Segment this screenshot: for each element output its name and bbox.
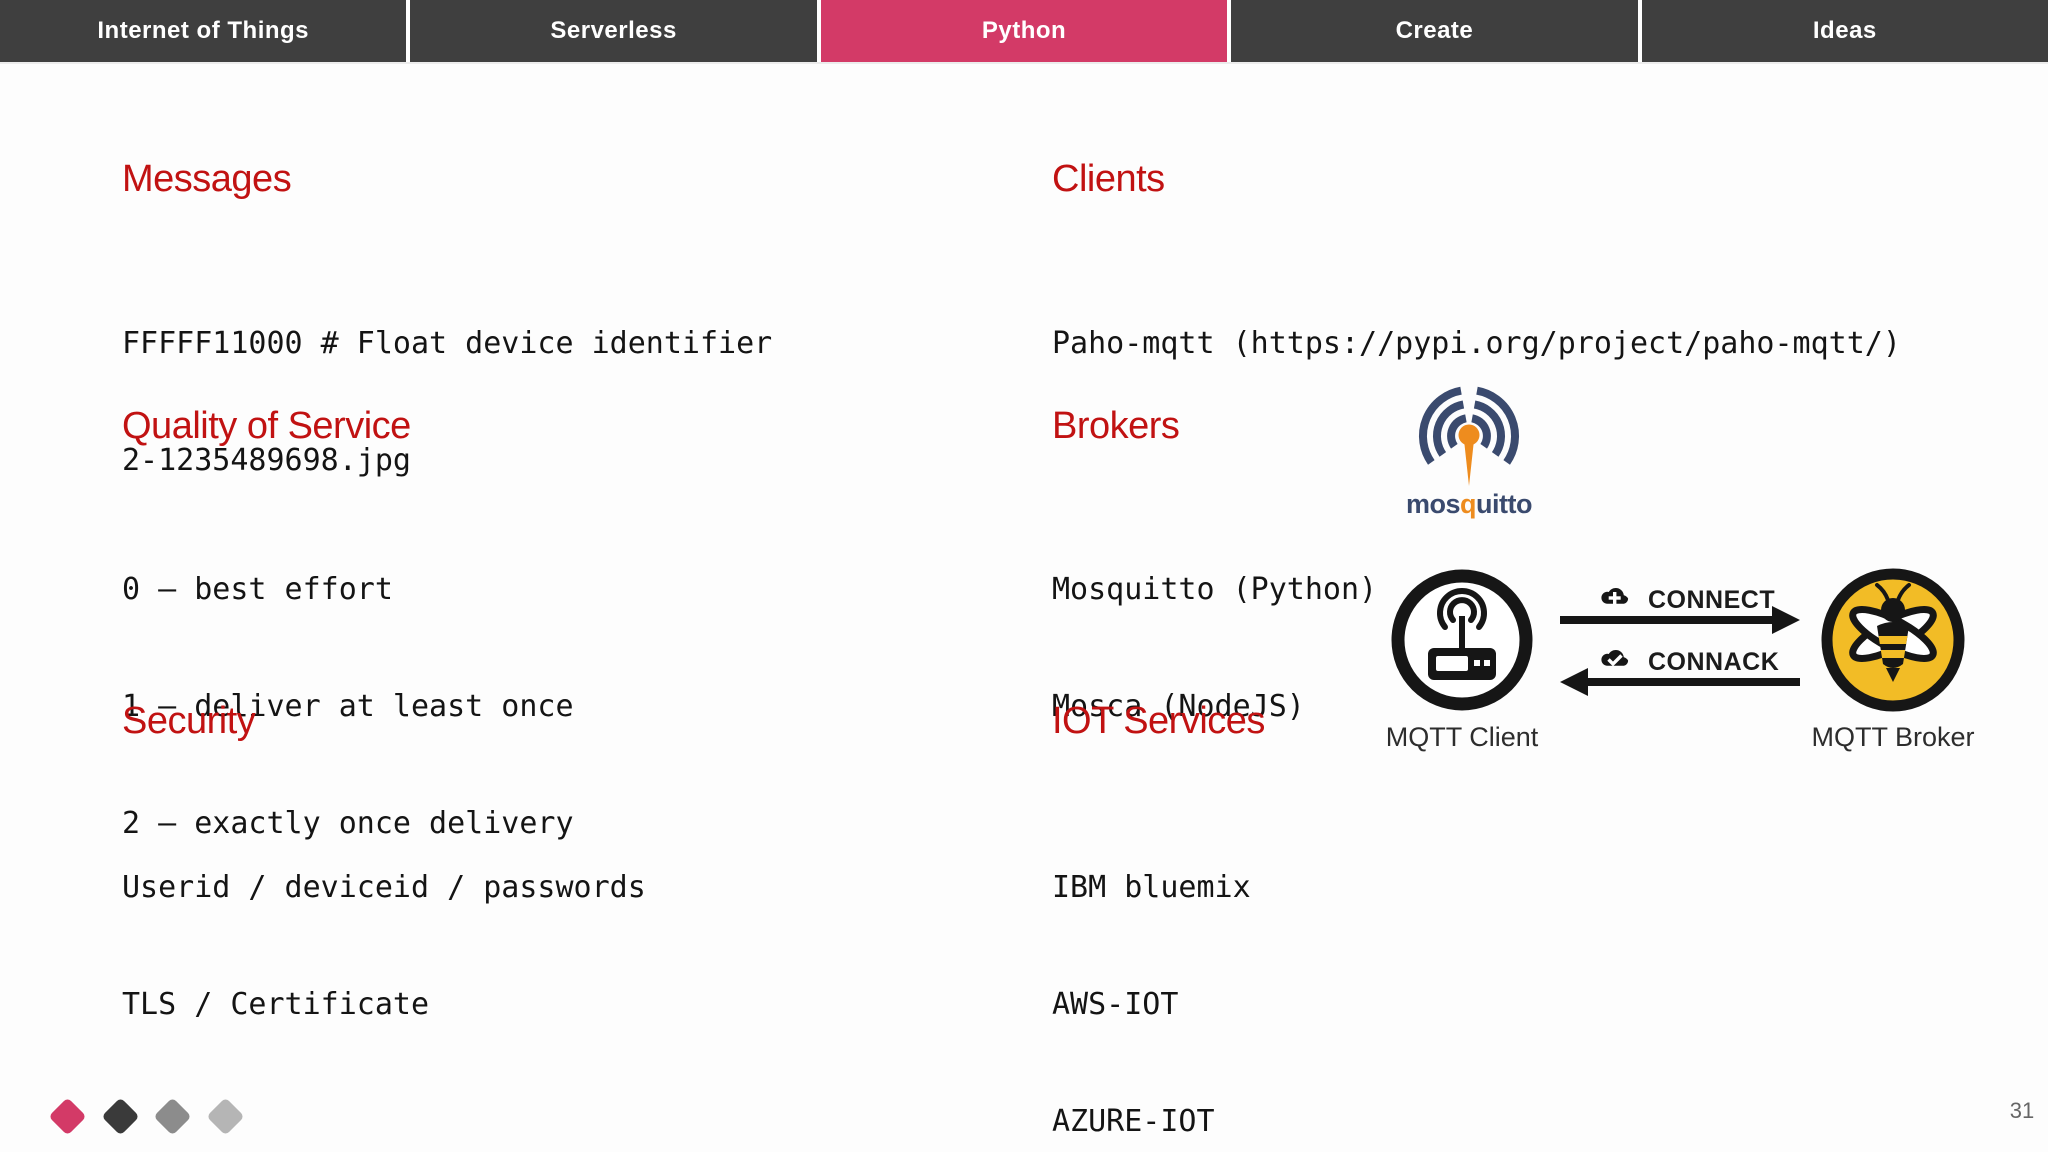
mosquitto-logo: mosquitto xyxy=(1406,386,1533,519)
code-line: IBM bluemix xyxy=(1052,870,1251,905)
tab-create[interactable]: Create xyxy=(1231,0,1638,62)
tab-python[interactable]: Python xyxy=(820,0,1228,62)
code-line: 1 – deliver at least once xyxy=(122,689,574,724)
connack-label: CONNACK xyxy=(1648,648,1779,676)
clients-body: Paho-mqtt (https://pypi.org/project/paho… xyxy=(1052,246,1901,441)
quality-of-service-heading: Quality of Service xyxy=(122,405,411,447)
code-line: FFFFF11000 # Float device identifier xyxy=(122,326,773,361)
clients-heading: Clients xyxy=(1052,158,1165,200)
security-body: Userid / deviceid / passwords TLS / Cert… xyxy=(122,790,646,1102)
connack-arrow xyxy=(1560,668,1800,696)
tab-ideas[interactable]: Ideas xyxy=(1641,0,2048,62)
mosquitto-body-icon xyxy=(1458,424,1480,486)
footer-diamond-pink xyxy=(48,1097,87,1136)
cloud-check-icon xyxy=(1601,650,1629,667)
mqtt-client-label: MQTT Client xyxy=(1386,722,1539,752)
mosquitto-wordmark: mosquitto xyxy=(1406,489,1532,519)
code-line: 2 – exactly once delivery xyxy=(122,806,574,841)
code-line: Paho-mqtt (https://pypi.org/project/paho… xyxy=(1052,326,1901,361)
code-line: 0 – best effort xyxy=(122,572,393,607)
tab-bar: Internet of Things Serverless Python Cre… xyxy=(0,0,2048,64)
connect-arrow xyxy=(1560,606,1800,634)
page-number: 31 xyxy=(2009,1098,2035,1123)
cloud-plus-icon xyxy=(1601,588,1629,604)
mosquitto-wings-icon xyxy=(1418,386,1520,465)
connect-label: CONNECT xyxy=(1648,586,1775,614)
footer-diamond-light xyxy=(206,1097,245,1136)
code-line: AWS-IOT xyxy=(1052,987,1179,1022)
quality-of-service-body: 0 – best effort 1 – deliver at least onc… xyxy=(122,492,574,921)
code-line: Mosca (NodeJS) xyxy=(1052,689,1305,724)
iot-services-body: IBM bluemix AWS-IOT AZURE-IOT xyxy=(1052,790,1251,1152)
mqtt-broker-label: MQTT Broker xyxy=(1811,722,1974,752)
brokers-heading: Brokers xyxy=(1052,405,1180,447)
mqtt-connect-diagram: CONNECT CONNACK MQTT Client MQTT Broker xyxy=(1386,568,1975,752)
messages-body: FFFFF11000 # Float device identifier 2-1… xyxy=(122,246,772,558)
footer-diamond-mid xyxy=(153,1097,192,1136)
code-line: Userid / deviceid / passwords xyxy=(122,870,646,905)
mqtt-broker-icon xyxy=(1821,568,1965,712)
messages-heading: Messages xyxy=(122,158,292,200)
security-heading: Security xyxy=(122,700,256,742)
brokers-body: Mosquitto (Python) Mosca (NodeJS) xyxy=(1052,492,1377,804)
code-line: AZURE-IOT xyxy=(1052,1104,1215,1139)
tab-internet-of-things[interactable]: Internet of Things xyxy=(0,0,407,62)
mqtt-client-icon xyxy=(1391,569,1533,711)
footer-diamond-dark xyxy=(101,1097,140,1136)
tab-serverless[interactable]: Serverless xyxy=(410,0,817,62)
iot-services-heading: IOT Services xyxy=(1052,700,1265,742)
code-line: Mosquitto (Python) xyxy=(1052,572,1378,607)
code-line: 2-1235489698.jpg xyxy=(122,443,411,478)
code-line: TLS / Certificate xyxy=(122,987,430,1022)
